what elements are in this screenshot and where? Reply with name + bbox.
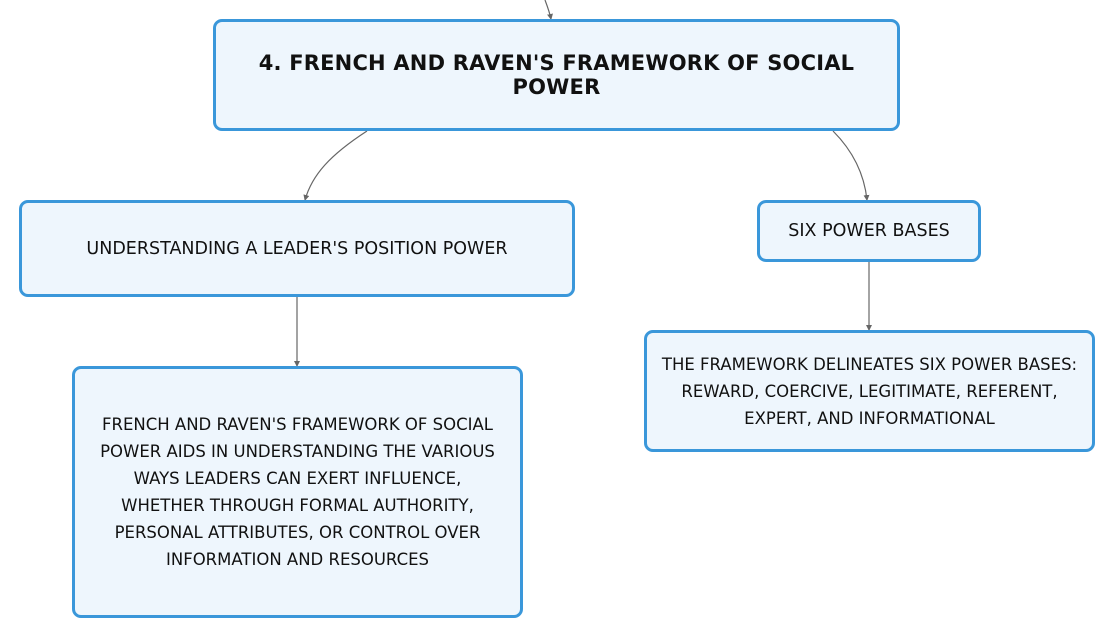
connector-parent-to-root <box>544 0 553 20</box>
right-branch-node-label: SIX POWER BASES <box>788 221 950 241</box>
left-branch-child-node[interactable]: FRENCH AND RAVEN'S FRAMEWORK OF SOCIAL P… <box>72 366 523 618</box>
connector-root-to-left <box>303 130 368 201</box>
right-branch-child-node-label: THE FRAMEWORK DELINEATES SIX POWER BASES… <box>661 354 1078 428</box>
right-branch-node[interactable]: SIX POWER BASES <box>757 200 981 262</box>
left-branch-node[interactable]: UNDERSTANDING A LEADER'S POSITION POWER <box>19 200 575 297</box>
left-branch-node-label: UNDERSTANDING A LEADER'S POSITION POWER <box>86 238 508 259</box>
right-branch-child-node[interactable]: THE FRAMEWORK DELINEATES SIX POWER BASES… <box>644 330 1095 452</box>
root-node[interactable]: 4. FRENCH AND RAVEN'S FRAMEWORK OF SOCIA… <box>213 19 900 131</box>
left-branch-child-node-label: FRENCH AND RAVEN'S FRAMEWORK OF SOCIAL P… <box>100 415 495 569</box>
root-node-label: 4. FRENCH AND RAVEN'S FRAMEWORK OF SOCIA… <box>258 51 855 99</box>
connector-root-to-right <box>832 130 870 201</box>
